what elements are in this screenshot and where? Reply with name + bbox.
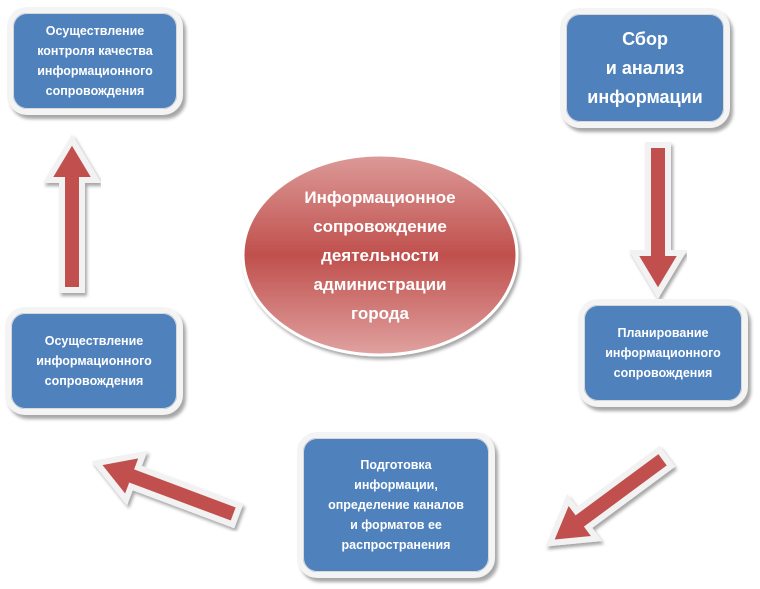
arrow-planning-to-preparation-icon bbox=[545, 445, 676, 547]
step-collect-analyze: Сбор и анализ информации bbox=[560, 8, 730, 128]
arrow-collect-to-planning-icon bbox=[628, 142, 688, 299]
arrow-implementation-to-control-icon bbox=[42, 134, 102, 293]
arrow-preparation-to-implementation-icon bbox=[91, 450, 244, 529]
step-planning: Планирование информационного сопровожден… bbox=[578, 299, 748, 407]
step-quality-control: Осуществление контроля качества информац… bbox=[7, 7, 183, 115]
step-preparation: Подготовка информации, определение канал… bbox=[297, 432, 495, 578]
step-implementation: Осуществление информационного сопровожде… bbox=[5, 307, 183, 415]
center-topic: Информационное сопровождение деятельност… bbox=[304, 187, 456, 323]
center-ellipse bbox=[241, 153, 519, 357]
